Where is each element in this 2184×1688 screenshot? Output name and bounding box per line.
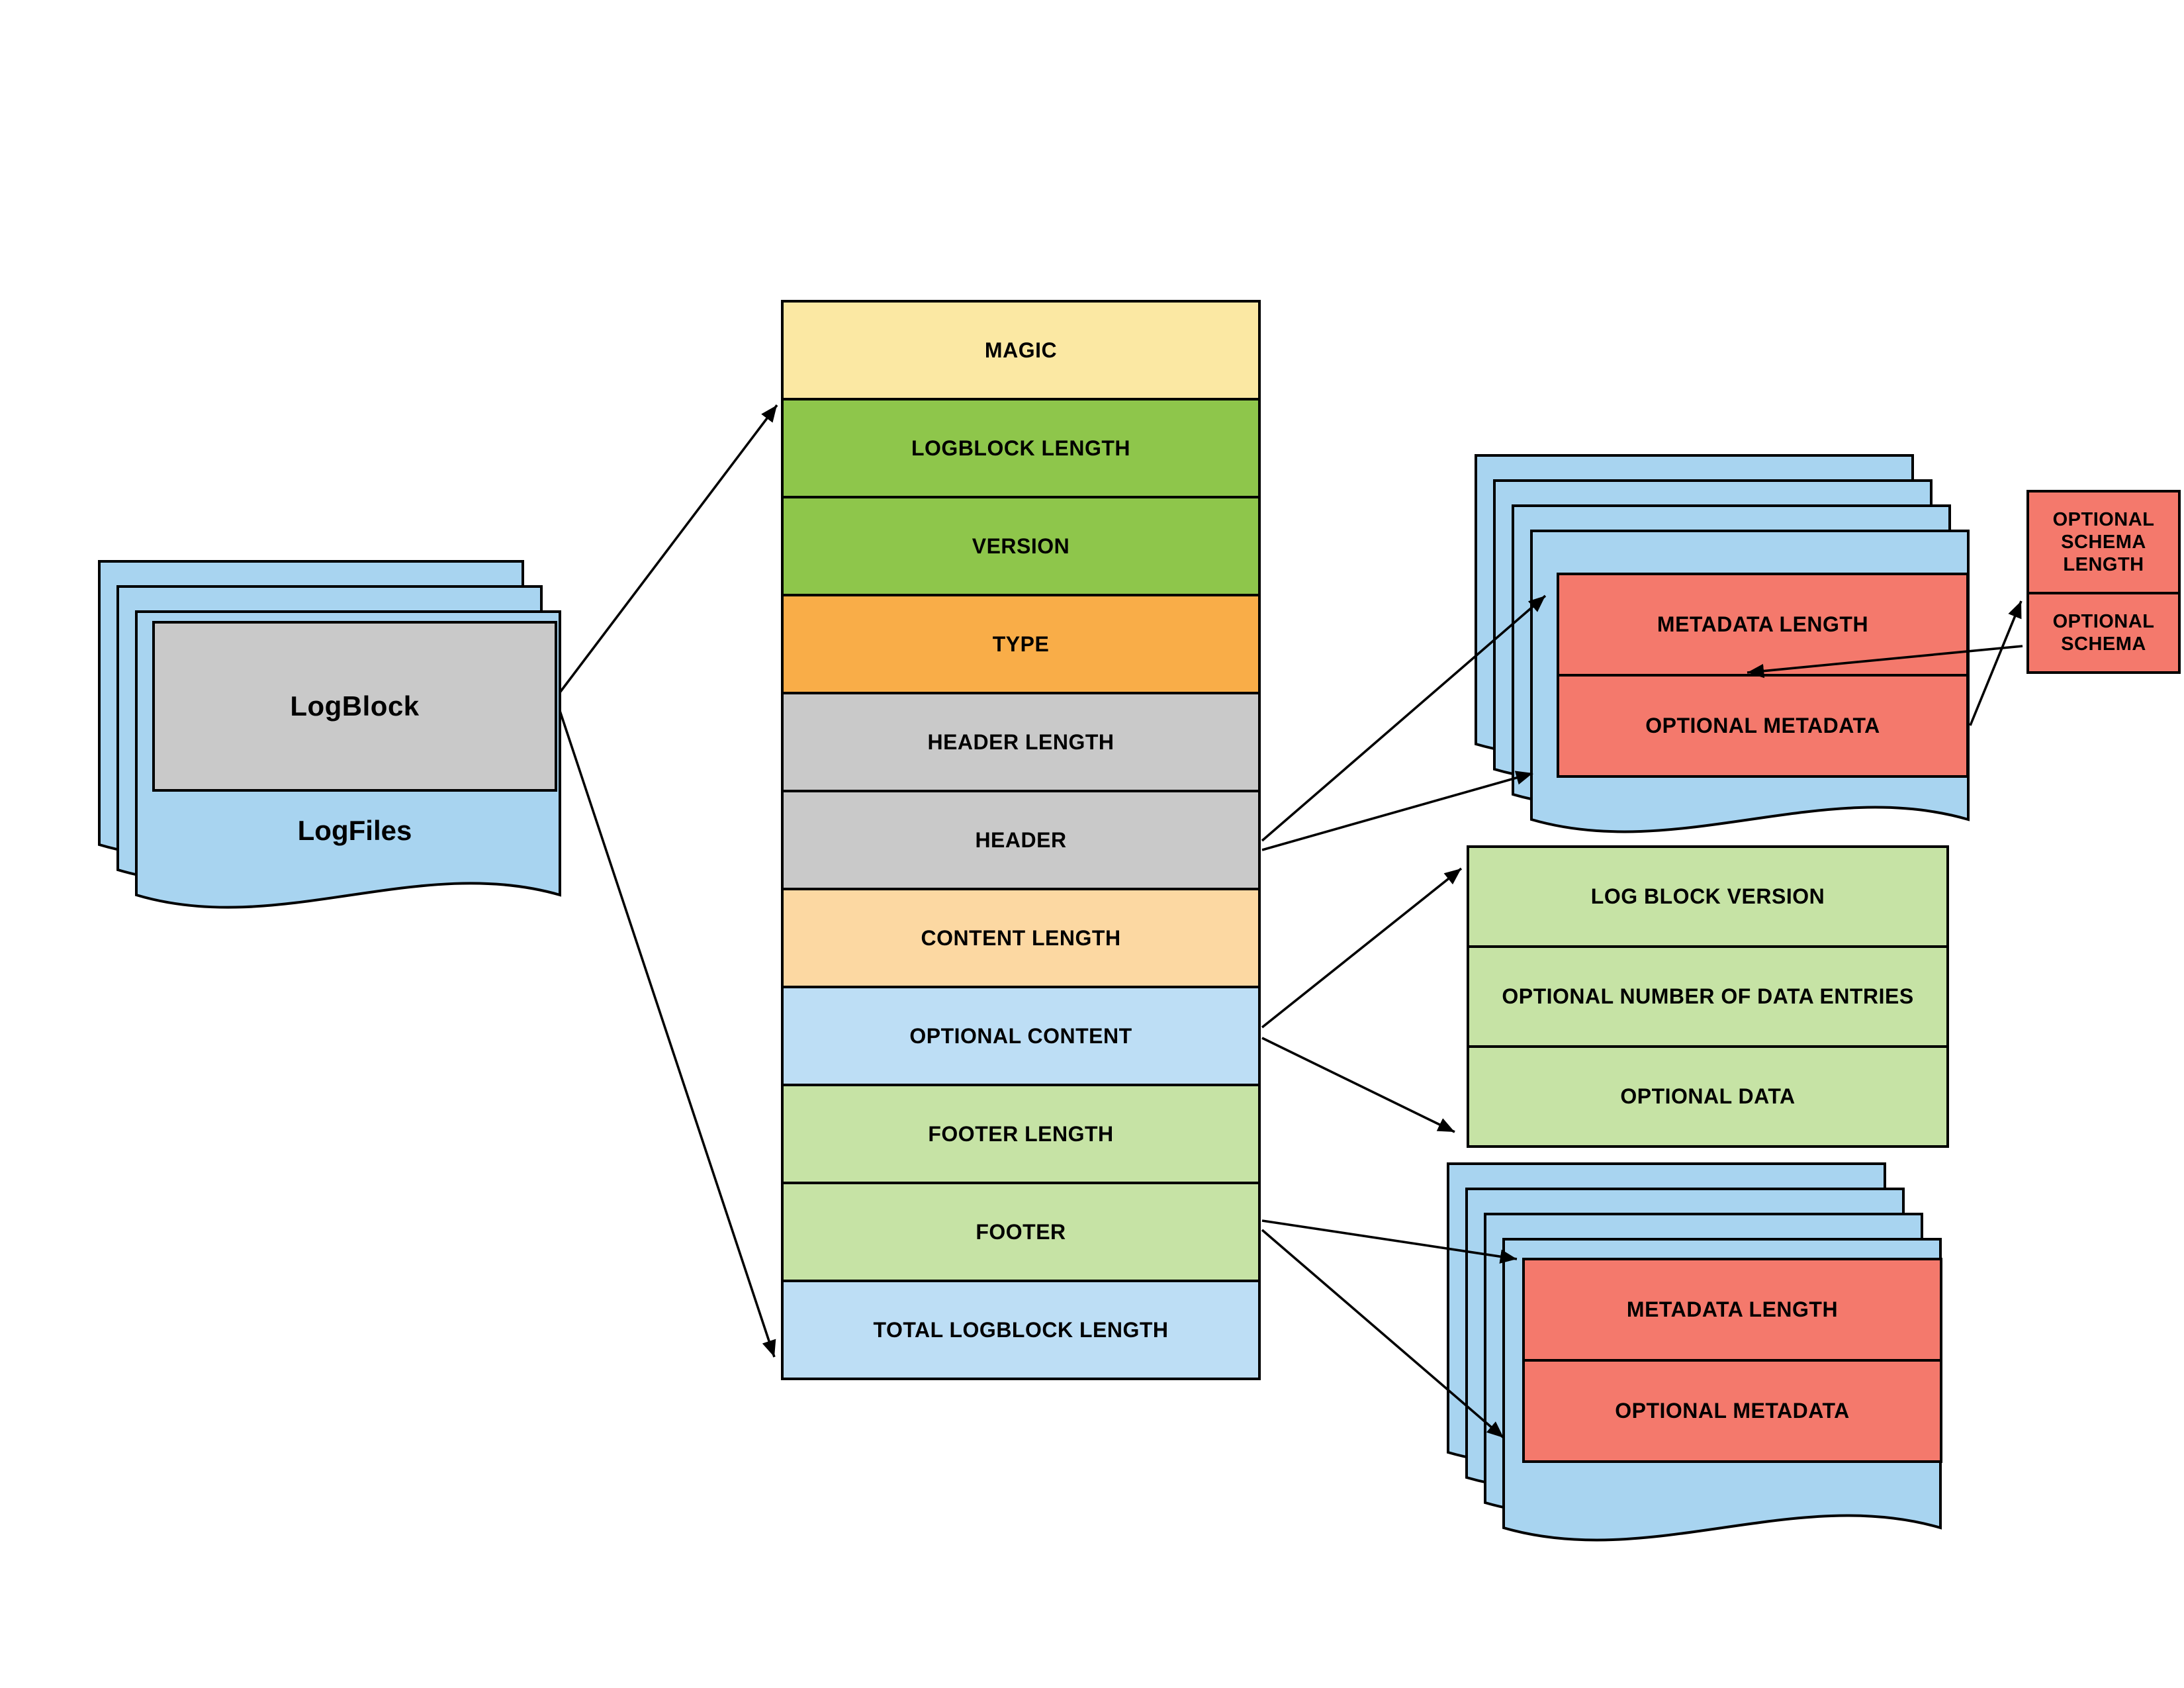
arrow-logblock-to-stack-bottom bbox=[559, 710, 776, 1358]
field-label: LOGBLOCK LENGTH bbox=[911, 436, 1131, 460]
header-metadata-rows: METADATA LENGTH OPTIONAL METADATA bbox=[1557, 573, 1969, 778]
optional-data-row: OPTIONAL DATA bbox=[1467, 1045, 1949, 1148]
field-label: HEADER bbox=[975, 827, 1067, 852]
row-label: OPTIONAL SCHEMA LENGTH bbox=[2052, 508, 2155, 576]
arrow-logblock-to-stack-top bbox=[559, 404, 778, 694]
field-label: OPTIONAL CONTENT bbox=[909, 1023, 1132, 1048]
field-optional-content: OPTIONAL CONTENT bbox=[781, 986, 1261, 1086]
optional-number-of-data-entries-row: OPTIONAL NUMBER OF DATA ENTRIES bbox=[1467, 945, 1949, 1048]
field-header: HEADER bbox=[781, 790, 1261, 890]
logblock-label: LogBlock bbox=[290, 690, 420, 722]
field-footer-length: FOOTER LENGTH bbox=[781, 1084, 1261, 1184]
logfiles-label-text: LogFiles bbox=[297, 815, 412, 846]
arrow-content-to-detail-top bbox=[1261, 867, 1463, 1029]
logblock-field-stack: MAGIC LOGBLOCK LENGTH VERSION TYPE HEADE… bbox=[781, 300, 1261, 1380]
log-block-version-row: LOG BLOCK VERSION bbox=[1467, 845, 1949, 948]
field-label: FOOTER LENGTH bbox=[928, 1121, 1114, 1146]
field-version: VERSION bbox=[781, 496, 1261, 596]
row-label: OPTIONAL NUMBER OF DATA ENTRIES bbox=[1502, 984, 1914, 1009]
logblock-box: LogBlock bbox=[152, 621, 557, 792]
field-magic: MAGIC bbox=[781, 300, 1261, 400]
field-logblock-length: LOGBLOCK LENGTH bbox=[781, 398, 1261, 498]
arrow-metadata-to-schema bbox=[1969, 600, 2023, 726]
logfiles-label: LogFiles bbox=[152, 794, 557, 867]
field-content-length: CONTENT LENGTH bbox=[781, 888, 1261, 988]
header-metadata-length: METADATA LENGTH bbox=[1557, 573, 1969, 677]
row-label: OPTIONAL DATA bbox=[1620, 1084, 1796, 1109]
row-label: LOG BLOCK VERSION bbox=[1590, 884, 1825, 909]
arrow-footer-to-metadata-top bbox=[1261, 1219, 1518, 1264]
content-detail-box: LOG BLOCK VERSION OPTIONAL NUMBER OF DAT… bbox=[1467, 845, 1949, 1148]
field-label: FOOTER bbox=[976, 1219, 1066, 1244]
field-label: TOTAL LOGBLOCK LENGTH bbox=[873, 1317, 1169, 1342]
field-footer: FOOTER bbox=[781, 1182, 1261, 1282]
row-label: METADATA LENGTH bbox=[1657, 612, 1869, 637]
row-label: OPTIONAL SCHEMA bbox=[2052, 610, 2155, 655]
schema-boxes: OPTIONAL SCHEMA LENGTH OPTIONAL SCHEMA bbox=[2026, 490, 2181, 674]
optional-schema-box: OPTIONAL SCHEMA bbox=[2026, 592, 2181, 674]
footer-metadata-rows: METADATA LENGTH OPTIONAL METADATA bbox=[1522, 1258, 1942, 1463]
arrow-content-to-detail-bottom bbox=[1261, 1037, 1455, 1133]
row-label: METADATA LENGTH bbox=[1626, 1297, 1839, 1322]
header-optional-metadata: OPTIONAL METADATA bbox=[1557, 674, 1969, 778]
field-label: HEADER LENGTH bbox=[927, 729, 1115, 754]
arrow-header-to-metadata-bottom bbox=[1261, 771, 1533, 851]
arrow-header-to-metadata-top bbox=[1261, 594, 1547, 842]
field-type: TYPE bbox=[781, 594, 1261, 694]
arrow-footer-to-metadata-bottom bbox=[1261, 1229, 1505, 1439]
field-label: CONTENT LENGTH bbox=[921, 925, 1121, 950]
field-total-logblock-length: TOTAL LOGBLOCK LENGTH bbox=[781, 1280, 1261, 1380]
row-label: OPTIONAL METADATA bbox=[1645, 714, 1880, 738]
footer-optional-metadata: OPTIONAL METADATA bbox=[1522, 1359, 1942, 1463]
optional-schema-length-box: OPTIONAL SCHEMA LENGTH bbox=[2026, 490, 2181, 594]
footer-metadata-length: METADATA LENGTH bbox=[1522, 1258, 1942, 1362]
field-header-length: HEADER LENGTH bbox=[781, 692, 1261, 792]
field-label: VERSION bbox=[972, 534, 1070, 558]
row-label: OPTIONAL METADATA bbox=[1615, 1399, 1850, 1423]
field-label: MAGIC bbox=[984, 338, 1058, 362]
field-label: TYPE bbox=[992, 632, 1050, 656]
